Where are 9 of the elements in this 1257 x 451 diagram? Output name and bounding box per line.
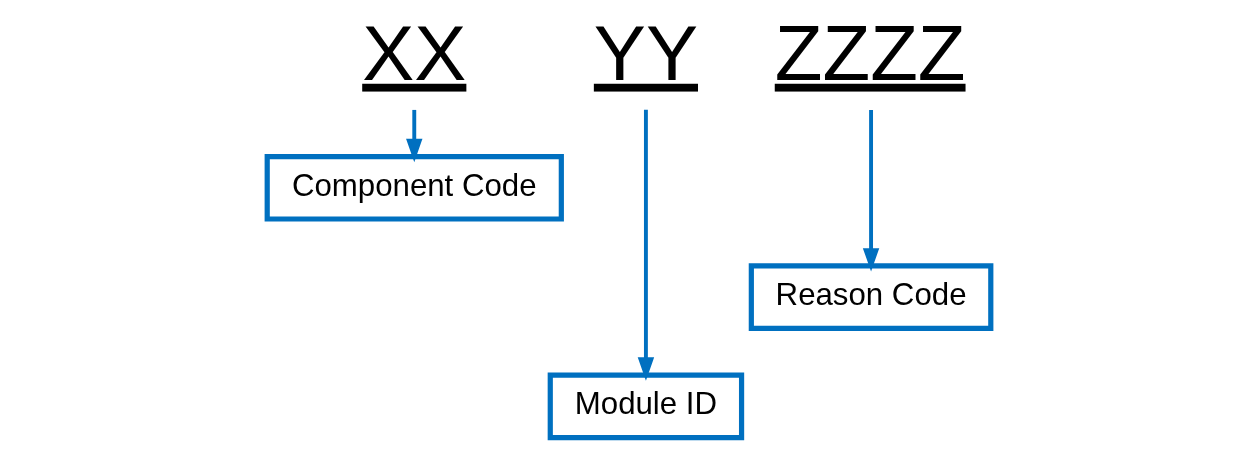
arrow (405, 109, 422, 163)
node-text: ZZZZ (774, 8, 966, 97)
node-box: Reason Code (748, 263, 993, 331)
node-box: Component Code (264, 153, 564, 222)
node-box: Module ID (547, 372, 744, 441)
node-text: YY (593, 8, 698, 97)
node-text: XX (361, 8, 466, 97)
arrow (862, 109, 879, 272)
arrow (637, 109, 654, 381)
